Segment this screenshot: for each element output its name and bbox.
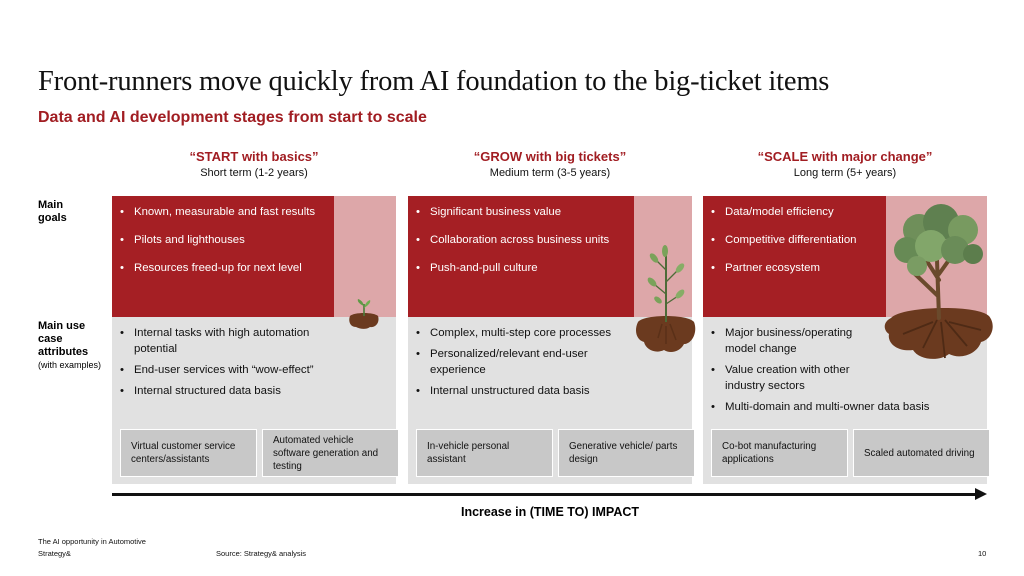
attribute-item: Internal tasks with high automation pote… <box>112 325 337 357</box>
footer-report-title: The AI opportunity in Automotive <box>38 537 146 546</box>
row-label-main-goals: Main goals <box>38 199 67 224</box>
example-box: In-vehicle personal assistant <box>416 429 553 477</box>
stage-term: Short term (1-2 years) <box>200 167 308 179</box>
goal-item: Resources freed-up for next level <box>112 260 337 276</box>
attributes-list: Major business/operating model change Va… <box>703 325 987 420</box>
stage-term: Medium term (3-5 years) <box>489 167 611 179</box>
goal-item: Pilots and lighthouses <box>112 232 337 248</box>
row-label-use-case-attributes: Main use case attributes (with examples) <box>38 320 102 371</box>
attribute-item: Internal structured data basis <box>112 383 337 399</box>
attribute-item: Internal unstructured data basis <box>408 383 633 399</box>
young-plant-icon <box>636 245 696 352</box>
attribute-item: Value creation with other industry secto… <box>703 362 883 394</box>
goal-item: Significant business value <box>408 204 692 220</box>
attribute-item: Multi-domain and multi-owner data basis <box>703 399 987 415</box>
example-box: Virtual customer service centers/assista… <box>120 429 257 477</box>
attributes-list: Complex, multi-step core processes Perso… <box>408 325 633 404</box>
stage-column-start: Known, measurable and fast results Pilot… <box>112 196 399 484</box>
footer-brand: Strategy& <box>38 549 71 558</box>
goal-item: Data/model efficiency <box>703 204 893 220</box>
page-number: 10 <box>978 549 987 558</box>
page-title: Front-runners move quickly from AI found… <box>38 66 830 97</box>
attribute-item: Complex, multi-step core processes <box>408 325 633 341</box>
stage-header-scale: “SCALE with major change” Long term (5+ … <box>703 149 987 182</box>
example-box: Co-bot manufacturing applications <box>711 429 848 477</box>
stage-title: “GROW with big tickets” <box>473 149 627 164</box>
goals-list: Data/model efficiency Competitive differ… <box>703 204 893 288</box>
stage-header-start: “START with basics” Short term (1-2 year… <box>112 149 396 182</box>
footer-source: Source: Strategy& analysis <box>216 549 307 558</box>
stage-column-grow: Significant business value Collaboration… <box>408 196 696 484</box>
row-label-note: (with examples) <box>38 360 102 370</box>
goal-item: Push-and-pull culture <box>408 260 692 276</box>
page-subtitle: Data and AI development stages from star… <box>38 109 427 126</box>
attribute-item: End-user services with “wow-effect” <box>112 362 337 378</box>
seedling-icon <box>349 299 379 329</box>
stage-column-scale: Data/model efficiency Competitive differ… <box>703 196 993 484</box>
attribute-item: Major business/operating model change <box>703 325 883 357</box>
row-label-text: Main use case attributes <box>38 320 89 358</box>
stage-title: “START with basics” <box>189 149 319 164</box>
stage-title: “SCALE with major change” <box>757 149 933 164</box>
example-box: Scaled automated driving <box>853 429 990 477</box>
attribute-item: Personalized/relevant end-user experienc… <box>408 346 633 378</box>
stage-header-grow: “GROW with big tickets” Medium term (3-5… <box>408 149 692 182</box>
goal-item: Competitive differentiation <box>703 232 893 248</box>
stage-term: Long term (5+ years) <box>793 167 897 179</box>
goal-item: Collaboration across business units <box>408 232 692 248</box>
goal-item: Known, measurable and fast results <box>112 204 337 220</box>
goals-list: Known, measurable and fast results Pilot… <box>112 204 337 288</box>
attributes-list: Internal tasks with high automation pote… <box>112 325 337 404</box>
arrow-head-icon <box>975 488 987 500</box>
axis-caption: Increase in (TIME TO) IMPACT <box>460 505 640 519</box>
goal-item: Partner ecosystem <box>703 260 893 276</box>
impact-arrow-line <box>112 493 978 496</box>
tree-icon <box>884 204 993 359</box>
goals-list: Significant business value Collaboration… <box>408 204 692 288</box>
example-box: Generative vehicle/ parts design <box>558 429 695 477</box>
example-box: Automated vehicle software generation an… <box>262 429 399 477</box>
